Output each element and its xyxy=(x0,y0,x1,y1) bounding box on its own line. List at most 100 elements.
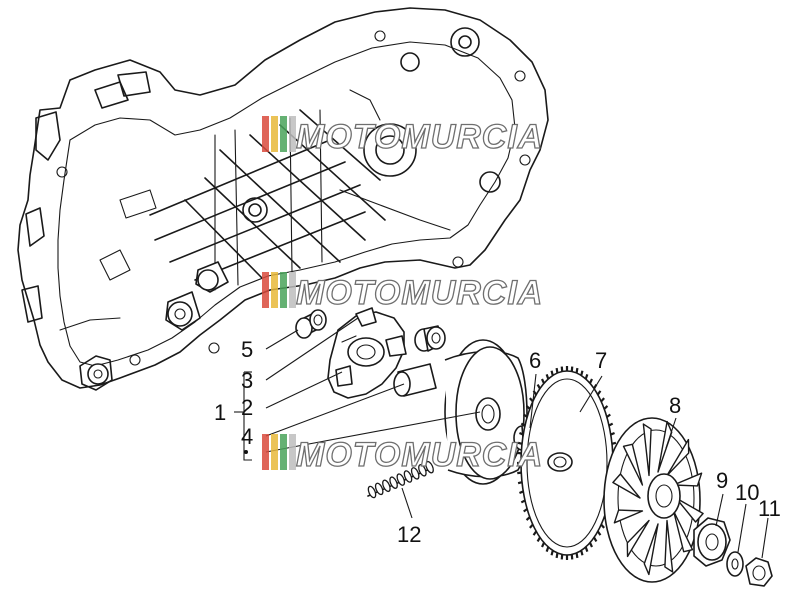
part-bushing-right xyxy=(414,325,446,352)
gear-tooth xyxy=(555,367,559,374)
gear-tooth xyxy=(575,552,579,559)
watermark-text-top: MOTOMURCIA xyxy=(296,118,543,156)
gear-tooth xyxy=(517,481,523,485)
gear-tooth xyxy=(584,546,589,552)
gear-tooth xyxy=(550,370,554,376)
gear-tooth xyxy=(520,499,526,504)
watermark-stripe xyxy=(289,434,296,470)
gear-tooth xyxy=(545,546,550,552)
gear-tooth xyxy=(589,542,593,548)
gear-tooth xyxy=(611,441,617,445)
watermark-stripe xyxy=(271,116,278,152)
gear-tooth xyxy=(550,550,554,556)
callout-11: 11 xyxy=(758,496,781,521)
part-5-bushing xyxy=(295,309,327,339)
roller xyxy=(418,464,427,477)
fan-blade xyxy=(612,473,641,499)
callout-9: 9 xyxy=(716,468,728,493)
callout-6: 6 xyxy=(529,348,541,373)
fan-blade xyxy=(626,519,650,558)
gear-tooth xyxy=(517,471,522,475)
callout-10: 10 xyxy=(735,480,759,505)
gear-tooth xyxy=(525,405,531,410)
gear-tooth xyxy=(536,383,541,390)
callout-5: 5 xyxy=(241,337,253,362)
gear-tooth xyxy=(520,422,526,427)
watermark-stripe xyxy=(289,272,296,308)
gear-tooth xyxy=(517,441,523,445)
fan-blade xyxy=(666,438,690,477)
watermark-middle: MOTOMURCIA xyxy=(262,272,543,313)
gear-tooth xyxy=(575,367,579,374)
gear-tooth xyxy=(519,490,524,494)
gear-tooth xyxy=(517,451,522,455)
gear-tooth xyxy=(596,390,602,396)
fan-blade xyxy=(672,472,703,487)
part-7-ring-gear xyxy=(517,366,617,560)
watermark-bottom: MOTOMURCIA xyxy=(262,434,543,475)
part-2-ramp-plate xyxy=(327,307,407,399)
roller xyxy=(374,482,384,496)
part-1-variator-pulley xyxy=(393,339,528,485)
gear-tooth xyxy=(608,422,614,427)
callout-4: 4 xyxy=(241,424,253,449)
fan-blade xyxy=(657,420,673,473)
leader-lines xyxy=(234,317,769,559)
fan-blade xyxy=(613,509,644,524)
gear-tooth xyxy=(584,374,589,380)
part-8-fan-pulley xyxy=(603,417,704,583)
roller xyxy=(382,479,391,493)
fan-blade xyxy=(672,510,694,553)
gear-tooth xyxy=(525,516,531,521)
part-10-washer xyxy=(726,551,744,577)
gear-tooth xyxy=(541,542,545,548)
callout-4-dot xyxy=(244,450,248,454)
fan-blade xyxy=(622,443,644,486)
gear-tooth xyxy=(529,523,534,529)
part-11-nut xyxy=(745,557,773,587)
roller xyxy=(396,473,406,486)
watermark-text-bottom: MOTOMURCIA xyxy=(296,436,543,474)
gear-tooth xyxy=(606,413,611,418)
gear-tooth xyxy=(593,536,598,543)
housing-ribs xyxy=(149,109,386,291)
fan-blade xyxy=(664,519,674,573)
gear-tooth xyxy=(600,523,605,529)
gear-tooth xyxy=(519,432,524,436)
watermark-stripe xyxy=(289,116,296,152)
gear-tooth xyxy=(545,374,550,380)
gear-tooth xyxy=(603,405,609,410)
watermark-stripe xyxy=(262,116,269,152)
fan-blade xyxy=(643,523,659,576)
gear-tooth xyxy=(589,378,593,384)
roller xyxy=(410,467,420,480)
callout-1: 1 xyxy=(214,400,226,425)
gear-tooth xyxy=(596,530,602,536)
callout-3: 3 xyxy=(241,368,253,393)
callout-8: 8 xyxy=(669,393,681,418)
roller xyxy=(425,460,434,474)
callout-labels: 1 2 3 4 5 6 7 8 9 10 11 12 xyxy=(214,337,781,547)
roller xyxy=(403,470,413,483)
callout-2: 2 xyxy=(241,395,253,420)
watermark-stripe xyxy=(280,272,287,308)
fan-blade xyxy=(642,423,652,477)
watermark-stripe xyxy=(262,272,269,308)
callout-7: 7 xyxy=(595,348,607,373)
gear-tooth xyxy=(523,413,528,418)
roller xyxy=(367,485,377,499)
gear-tooth xyxy=(580,550,584,556)
gear-tooth xyxy=(532,530,538,536)
gear-tooth xyxy=(600,397,605,403)
watermark-stripe xyxy=(262,434,269,470)
watermark-stripe xyxy=(280,434,287,470)
gear-tooth xyxy=(610,432,615,436)
roller xyxy=(389,476,398,489)
watermark-stripe xyxy=(271,434,278,470)
callout-12: 12 xyxy=(397,522,421,547)
gear-tooth xyxy=(529,397,534,403)
watermark-stripe xyxy=(280,116,287,152)
watermark-top: MOTOMURCIA xyxy=(262,116,543,157)
gear-tooth xyxy=(580,370,584,376)
